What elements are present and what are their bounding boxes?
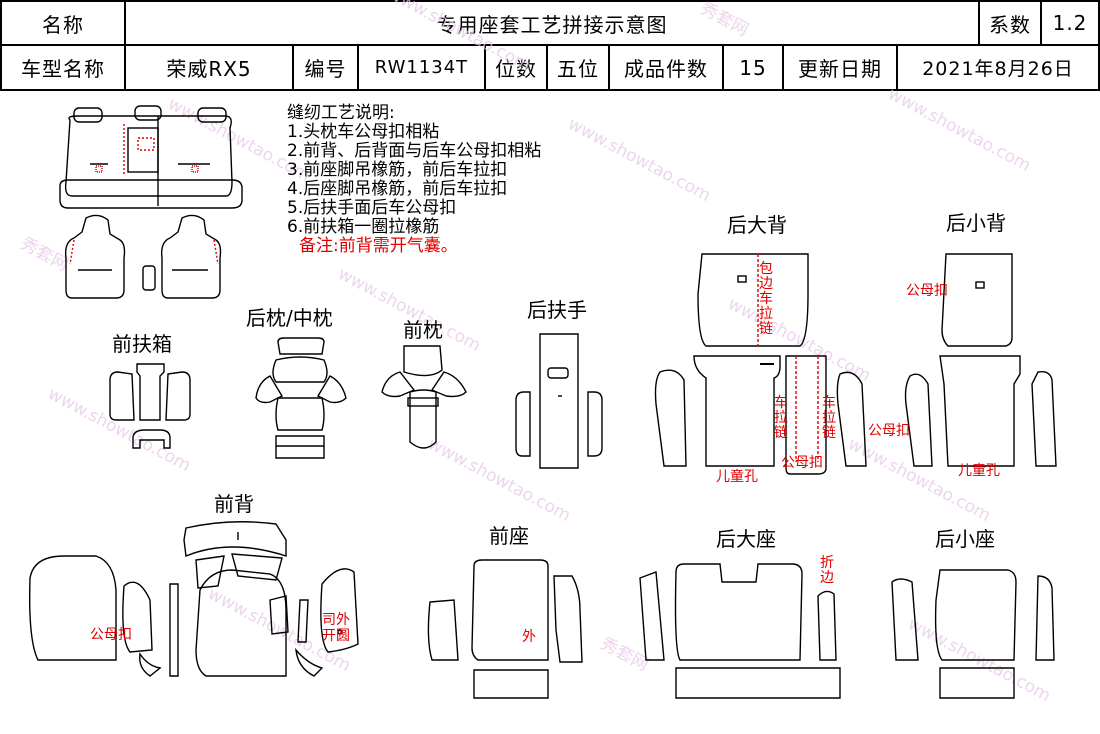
note-item: 3.前座脚吊橡筋，前后车拉扣	[287, 160, 508, 180]
model-label: 车型名称	[21, 57, 105, 81]
code-label: 编号	[304, 57, 347, 81]
annotation-wrap-zipper: 包边车拉链	[759, 261, 773, 337]
pieces-value: 15	[739, 55, 767, 80]
annotation-outer-opening: 司外开圆	[322, 612, 350, 644]
seats-value: 五位	[557, 57, 599, 81]
label-front-headrest: 前枕	[403, 318, 443, 342]
overview-front-seats	[64, 214, 222, 299]
front-seat-pieces	[427, 559, 583, 699]
annotation-snap: 公母扣	[868, 423, 910, 439]
annotation-snap: 公母扣	[906, 283, 948, 299]
overview-rear-bench	[59, 105, 243, 209]
note-item: 6.前扶箱一圈拉橡筋	[287, 217, 440, 237]
annotation-snap: 公母扣	[90, 627, 132, 643]
front-back-pieces	[28, 521, 359, 677]
label-rear-big-seat: 后大座	[716, 527, 776, 551]
label-rear-armrest: 后扶手	[527, 298, 587, 322]
label-rear-mid-headrest: 后枕/中枕	[246, 306, 333, 330]
rear-small-back-pieces	[904, 253, 1057, 467]
date-label: 更新日期	[798, 57, 882, 81]
header-table: 名称 专用座套工艺拼接示意图 系数 1.2 车型名称 荣威RX5 编号 RW11…	[0, 0, 1100, 91]
model-value: 荣威RX5	[166, 57, 252, 81]
notes-title: 缝纫工艺说明:	[287, 103, 395, 123]
date-value: 2021年8月26日	[922, 58, 1074, 80]
rear-big-seat-pieces	[639, 563, 841, 699]
name-label: 名称	[42, 12, 84, 37]
annotation-outer: 外	[522, 629, 536, 645]
sewing-notes: 缝纫工艺说明: 1.头枕车公母扣相粘 2.前背、后背面与后车公母扣相粘 3.前座…	[287, 104, 541, 256]
rear-small-seat-pieces	[891, 569, 1055, 699]
annotation-fold-edge: 折边	[820, 555, 834, 586]
annotation-snap: 公母扣	[781, 455, 823, 471]
seats-label: 位数	[495, 57, 537, 81]
page-title: 专用座套工艺拼接示意图	[436, 12, 668, 37]
annotation-child-hole: 儿童孔	[716, 469, 758, 485]
coef-label: 系数	[989, 12, 1031, 37]
code-value: RW1134T	[374, 57, 469, 78]
annotation-car-zipper: 车拉链	[822, 395, 836, 441]
label-front-box: 前扶箱	[112, 332, 172, 356]
rear-headrest-pieces	[255, 337, 347, 459]
coef-value: 1.2	[1052, 11, 1088, 35]
note-item: 4.后座脚吊橡筋，前后车拉扣	[287, 179, 508, 199]
label-front-back: 前背	[214, 492, 254, 516]
front-headrest-pieces	[381, 345, 467, 449]
label-rear-small-seat: 后小座	[935, 527, 995, 551]
note-item: 1.头枕车公母扣相粘	[287, 122, 440, 142]
notes-remark: 备注:前背需开气囊。	[299, 236, 458, 256]
label-rear-small-back: 后小背	[946, 211, 1006, 235]
rear-armrest-pieces	[515, 333, 603, 469]
pieces-label: 成品件数	[624, 57, 708, 81]
note-item: 2.前背、后背面与后车公母扣相粘	[287, 141, 542, 161]
annotation-child-hole: 儿童孔	[958, 463, 1000, 479]
note-item: 5.后扶手面后车公母扣	[287, 198, 457, 218]
front-box-pieces	[109, 363, 191, 449]
rear-big-back-pieces	[654, 253, 867, 475]
annotation-car-zipper: 车拉链	[774, 395, 788, 441]
label-rear-big-back: 后大背	[727, 213, 787, 237]
label-front-seat: 前座	[489, 524, 529, 548]
